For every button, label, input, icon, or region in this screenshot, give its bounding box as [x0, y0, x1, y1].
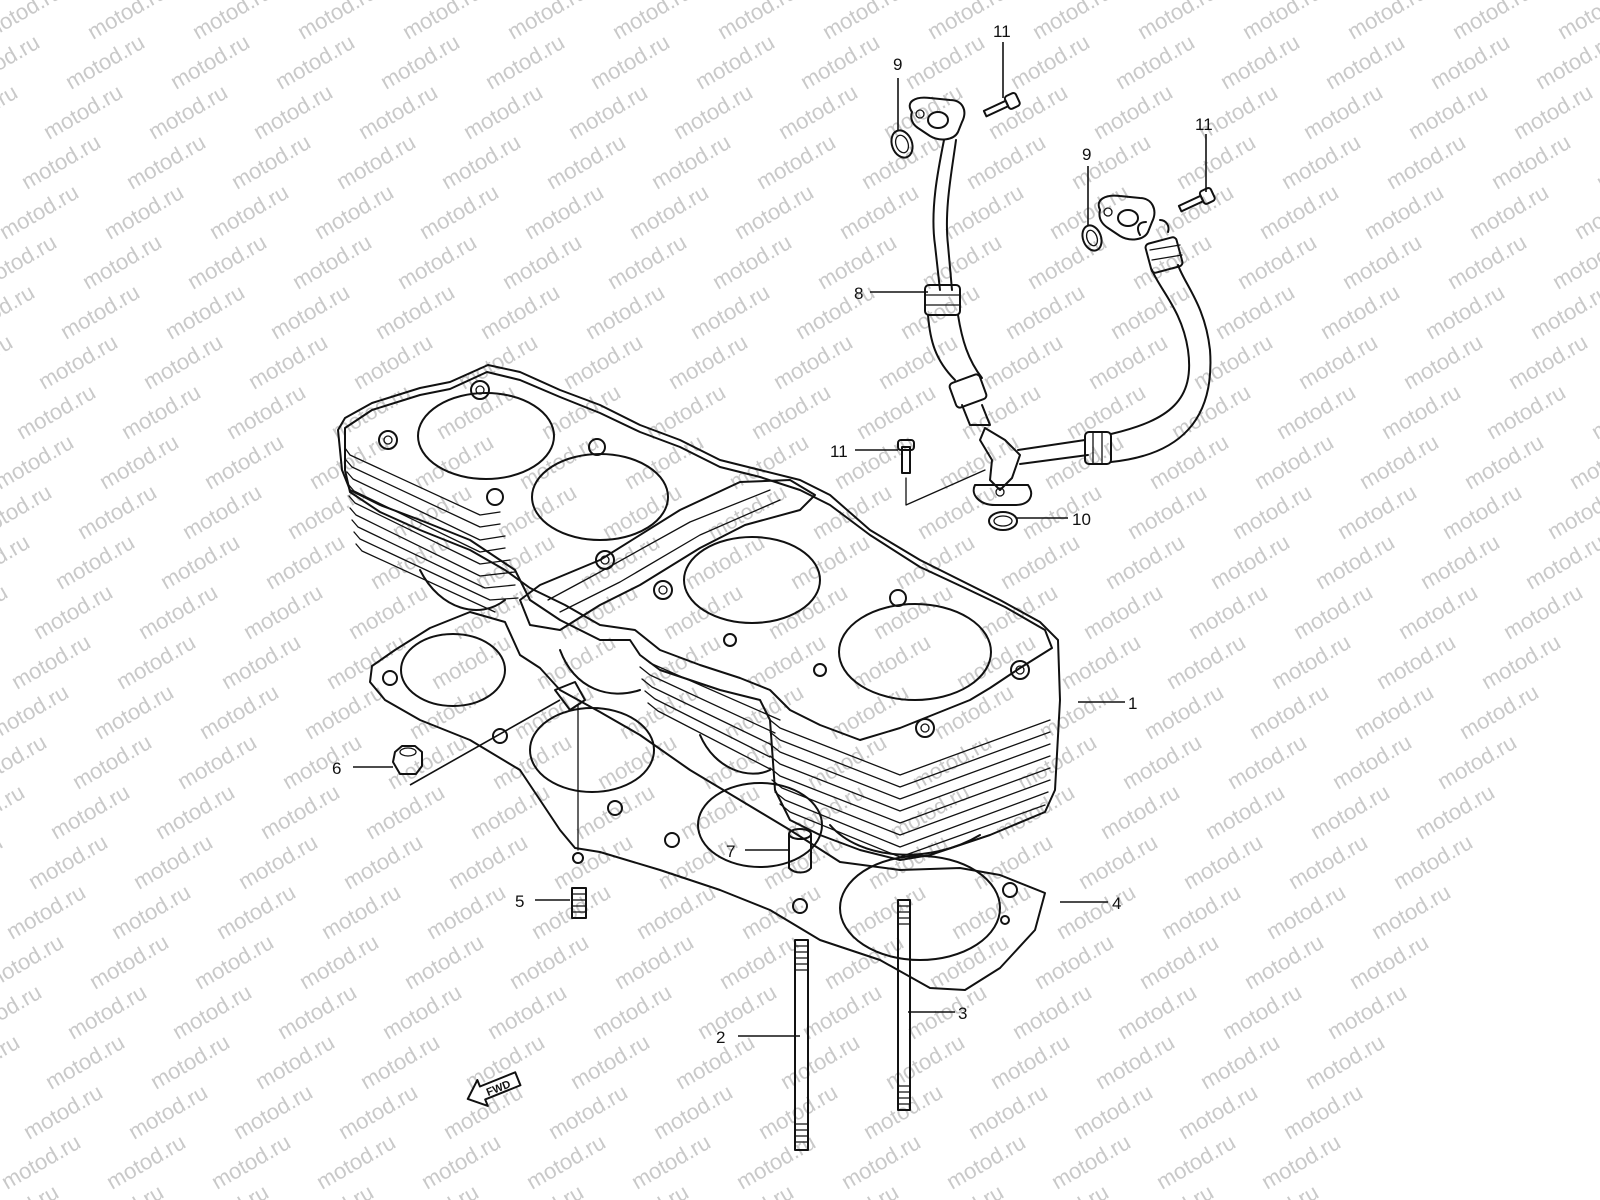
callout-11b: 11 — [1195, 115, 1213, 134]
o-rings — [890, 129, 1103, 531]
watermark-text: motod.ru — [0, 1079, 2, 1144]
cylinder-block — [337, 364, 1061, 864]
cooling-fins-left — [344, 447, 519, 613]
callout-4: 4 — [1112, 894, 1121, 913]
callout-6: 6 — [332, 759, 341, 778]
callout-9a: 9 — [893, 55, 902, 74]
watermark-text: motod.ru — [0, 829, 7, 894]
watermark-text: motod.ru — [0, 779, 29, 844]
dowel-pin — [788, 828, 812, 874]
callout-7: 7 — [726, 842, 735, 861]
nut — [392, 745, 423, 775]
leader-lines — [353, 42, 1207, 1037]
callout-2: 2 — [716, 1028, 725, 1047]
callout-8: 8 — [854, 284, 863, 303]
callout-10: 10 — [1072, 510, 1091, 529]
callout-1: 1 — [1128, 694, 1137, 713]
watermark-text: motod.ru — [0, 529, 34, 594]
callout-5: 5 — [515, 892, 524, 911]
watermark-text: motod.ru — [0, 329, 17, 394]
watermark-text: motod.ru — [0, 579, 12, 644]
callout-11a: 11 — [993, 22, 1011, 41]
watermark-text: motod.ru — [1570, 179, 1600, 244]
callout-9b: 9 — [1082, 145, 1091, 164]
callout-11c: 11 — [830, 442, 848, 461]
callout-labels: 1 2 3 4 5 6 7 8 9 9 10 11 11 11 — [332, 22, 1213, 1047]
watermark-text: motod.ru — [0, 1029, 24, 1094]
watermark-text: motod.ru — [1592, 129, 1600, 194]
oil-hose-assembly — [908, 96, 1212, 506]
callout-3: 3 — [958, 1004, 967, 1023]
bolts — [897, 92, 1216, 506]
studs — [571, 887, 911, 1151]
watermark-text: motod.ru — [1587, 379, 1600, 444]
watermark-text: motod.ru — [0, 79, 22, 144]
watermark-text: motod.ru — [1565, 429, 1600, 494]
